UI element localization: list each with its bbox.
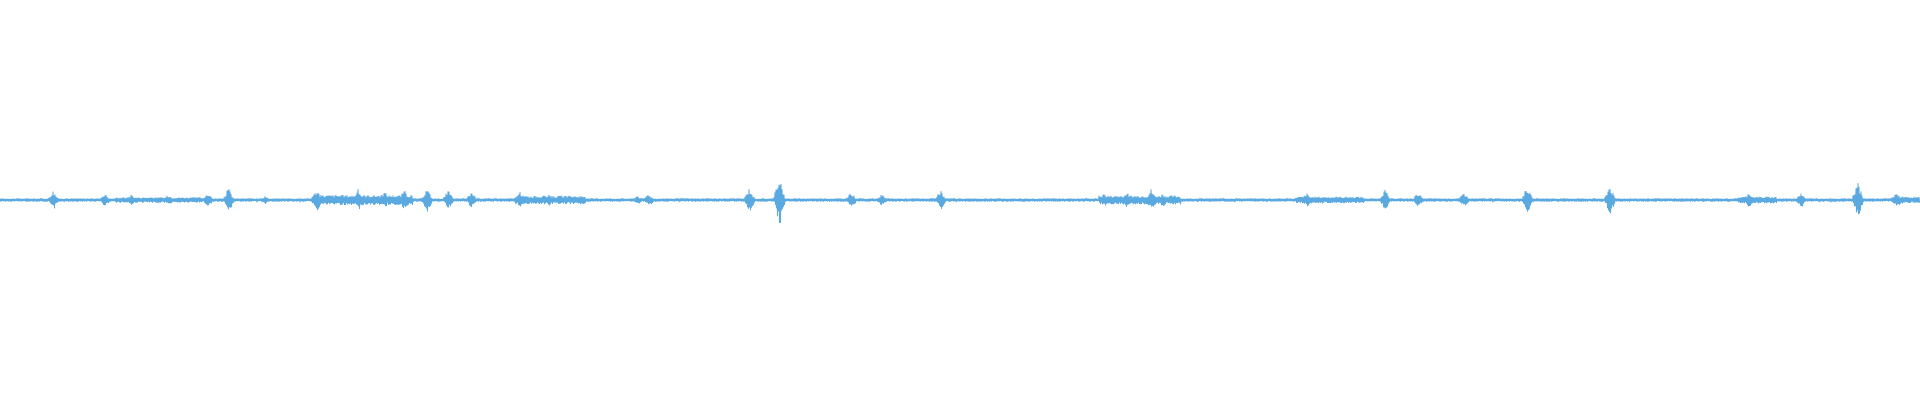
waveform-trace bbox=[0, 183, 1920, 224]
